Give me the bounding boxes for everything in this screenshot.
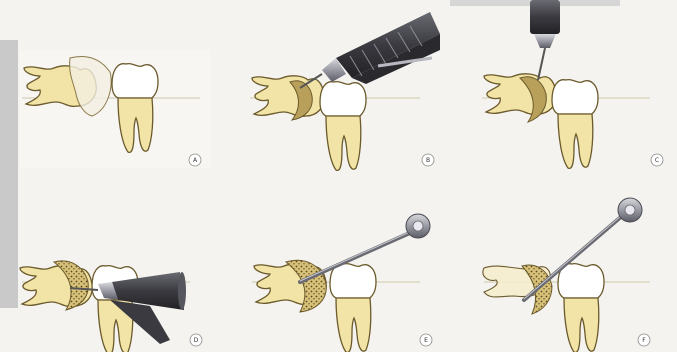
surgical-handpiece: [300, 12, 440, 88]
panel-f-label: F: [638, 334, 650, 346]
panel-c-label: C: [651, 154, 663, 166]
panel-a-label: A: [189, 154, 201, 166]
impacted-molar: [252, 76, 324, 117]
panel-b: B: [250, 12, 440, 170]
panel-c: C: [482, 0, 663, 168]
adjacent-molar: [552, 80, 598, 169]
panel-a-bg: [20, 50, 210, 168]
adjacent-molar: [330, 264, 376, 352]
adjacent-molar: [320, 82, 366, 171]
svg-text:E: E: [424, 337, 428, 344]
panel-d-label: D: [190, 334, 202, 346]
surgical-handpiece: [530, 0, 560, 80]
left-mat: [0, 40, 18, 308]
panel-b-label: B: [422, 154, 434, 166]
svg-text:D: D: [194, 337, 199, 344]
panel-d: D: [20, 261, 202, 352]
adjacent-molar: [558, 264, 604, 352]
svg-text:F: F: [642, 337, 646, 344]
panel-f: F: [483, 198, 650, 352]
svg-text:C: C: [655, 157, 659, 164]
svg-text:B: B: [426, 157, 430, 164]
panel-e-label: E: [420, 334, 432, 346]
panel-e: E: [252, 214, 432, 352]
panel-a: A: [20, 50, 210, 168]
